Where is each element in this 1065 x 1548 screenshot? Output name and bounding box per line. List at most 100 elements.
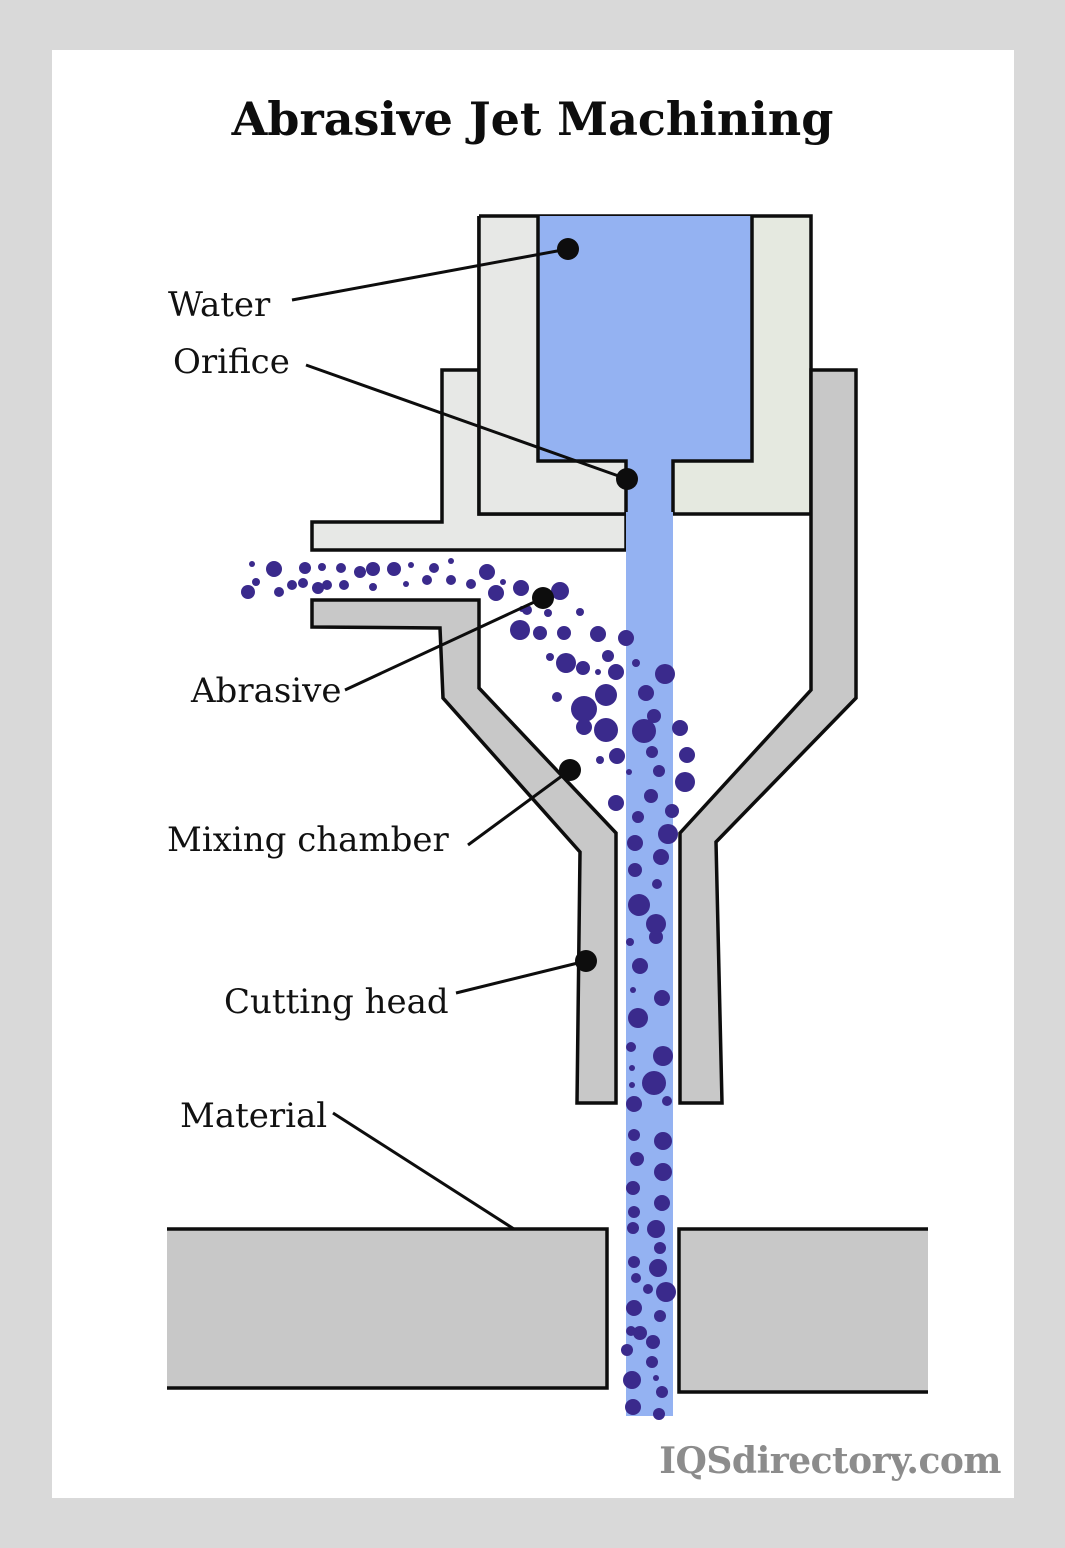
abrasive-particle [552,692,562,702]
abrasive-particle [627,835,643,851]
abrasive-particle [675,772,695,792]
label-cutting-head: Cutting head [224,982,449,1022]
nozzle-right-wall [678,368,858,1105]
abrasive-particle [654,990,670,1006]
abrasive-particle [608,664,624,680]
abrasive-particle [654,1195,670,1211]
abrasive-particle [429,563,439,573]
watermark-logo: IQSdirectory.com [659,1440,1001,1482]
leader-line-water [291,247,569,302]
abrasive-particle [647,709,661,723]
leader-line-material [332,1111,515,1231]
abrasive-particle [249,561,255,567]
abrasive-particle [654,1163,672,1181]
abrasive-particle [602,650,614,662]
abrasive-particle [576,719,592,735]
abrasive-particle [595,684,617,706]
abrasive-particle [632,659,640,667]
abrasive-particle [488,585,504,601]
abrasive-particle [638,685,654,701]
water-reservoir [538,216,752,514]
leader-line-abrasive [344,596,544,692]
abrasive-particle [629,1065,635,1071]
abrasive-particle [557,626,571,640]
abrasive-particle [533,626,547,640]
nozzle-left-wall [310,598,618,1105]
abrasive-particle [646,1356,658,1368]
abrasive-particle [241,585,255,599]
abrasive-particle [626,938,634,946]
abrasive-particle [500,579,506,585]
marker-dot-mixing-chamber [559,759,581,781]
abrasive-particle [656,1282,676,1302]
abrasive-particle [629,1082,635,1088]
abrasive-particle [274,587,284,597]
abrasive-particle [576,608,584,616]
label-mixing-chamber: Mixing chamber [167,820,450,860]
marker-dot-cutting-head [575,950,597,972]
abrasive-particle [510,620,530,640]
abrasive-particle [556,653,576,673]
abrasive-particle [656,1386,668,1398]
marker-dot-water [557,238,579,260]
abrasive-particle [662,1096,672,1106]
abrasive-particle [632,958,648,974]
abrasive-particle [595,669,601,675]
abrasive-particle [654,1242,666,1254]
abrasive-particle [287,580,297,590]
abrasive-particle [513,580,529,596]
label-water: Water [168,285,271,325]
abrasive-particle [590,626,606,642]
abrasive-particles [241,558,695,1420]
abrasive-particle [354,566,366,578]
abrasive-particle [658,824,678,844]
abrasive-particle [628,1256,640,1268]
label-orifice: Orifice [173,342,290,382]
abrasive-particle [649,1259,667,1277]
abrasive-particle [609,748,625,764]
abrasive-particle [576,661,590,675]
leader-line-orifice [305,363,628,481]
abrasive-particle [551,582,569,600]
abrasive-particle [653,1046,673,1066]
abrasive-particle [366,562,380,576]
abrasive-particle [626,769,632,775]
abrasive-particle [649,930,663,944]
abrasive-particle [631,1273,641,1283]
abrasive-particle [369,583,377,591]
abrasive-particle [403,581,409,587]
diagram-title: Abrasive Jet Machining [231,92,834,146]
abrasive-particle [625,1399,641,1415]
abrasive-particle [646,1335,660,1349]
abrasive-particle [318,563,326,571]
abrasive-particle [644,789,658,803]
abrasive-particle [654,1132,672,1150]
abrasive-particle [632,719,656,743]
marker-dot-abrasive [532,587,554,609]
abrasive-particle [643,1284,653,1294]
abrasive-particle [408,562,414,568]
abrasive-particle [632,811,644,823]
abrasive-particle [608,795,624,811]
abrasive-particle [653,1375,659,1381]
abrasive-particle [252,578,260,586]
abrasive-particle [652,879,662,889]
abrasive-particle [546,653,554,661]
abrasive-particle [626,1300,642,1316]
abrasive-particle [628,1129,640,1141]
abrasive-particle [653,849,669,865]
abrasive-particle [653,1408,665,1420]
abrasive-particle [672,720,688,736]
material-block-right [679,1229,928,1392]
abrasive-particle [621,1344,633,1356]
abrasive-particle [339,580,349,590]
abrasive-particle [628,863,642,877]
abrasive-particle [628,1206,640,1218]
marker-dot-orifice [616,468,638,490]
abrasive-particle [312,582,324,594]
abrasive-particle [642,1071,666,1095]
abrasive-particle [594,718,618,742]
abrasive-particle [647,1220,665,1238]
abrasive-particle [655,664,675,684]
